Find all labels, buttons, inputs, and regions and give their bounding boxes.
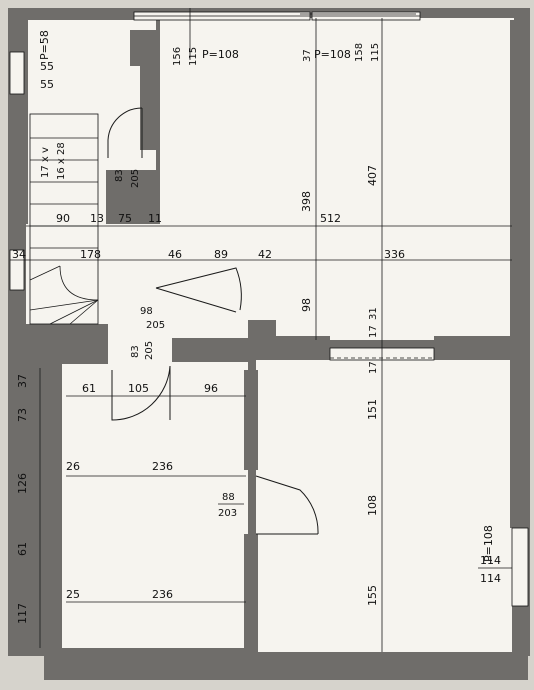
label-37a: 37 [302,49,313,62]
label-126: 126 [16,473,29,494]
label-door-205b: 205 [146,320,165,331]
label-96: 96 [204,382,218,395]
label-31: 31 [368,307,379,320]
dimension-lines [10,8,512,652]
label-door-98: 98 [140,306,153,317]
dimension-labels: P=58 55 55 17 x v 16 x 28 83 205 156 115… [12,30,501,624]
label-11: 11 [148,212,162,225]
label-25: 25 [66,588,80,601]
label-13: 13 [90,212,104,225]
label-37b: 37 [16,374,29,388]
label-407: 407 [366,165,379,186]
label-105: 105 [128,382,149,395]
room-bottom-right [256,358,512,652]
wall-details [24,20,530,654]
label-114b: 114 [480,572,501,585]
label-155: 155 [366,585,379,606]
label-61h: 61 [82,382,96,395]
label-door-205c: 205 [144,341,155,360]
label-34: 34 [12,248,26,261]
label-90: 90 [56,212,70,225]
label-door-203: 203 [218,508,237,519]
label-73: 73 [16,408,29,422]
label-117: 117 [16,603,29,624]
label-398: 398 [300,191,313,212]
label-p108-b: P=108 [314,48,351,61]
label-p58: P=58 [38,30,51,60]
label-26: 26 [66,460,80,473]
label-door-205: 205 [130,169,141,188]
label-61v: 61 [16,542,29,556]
label-114a: 114 [480,554,501,567]
label-stair1: 17 x v [40,147,51,178]
label-115b: 115 [370,43,381,62]
label-stair2: 16 x 28 [56,142,67,180]
label-336: 336 [384,248,405,261]
label-p108-a: P=108 [202,48,239,61]
label-115a: 115 [188,47,199,66]
label-236a: 236 [152,460,173,473]
label-178: 178 [80,248,101,261]
label-89: 89 [214,248,228,261]
label-17a: 17 [368,325,379,338]
label-door-83: 83 [114,169,125,182]
label-55a: 55 [40,60,54,73]
doors [107,107,319,535]
label-151: 151 [366,399,379,420]
label-door-88: 88 [222,492,235,503]
label-p108-c: P=108 [482,525,495,562]
label-236b: 236 [152,588,173,601]
label-512: 512 [320,212,341,225]
label-75: 75 [118,212,132,225]
room-passage [108,338,172,370]
label-55b: 55 [40,78,54,91]
label-17b: 17 [368,361,379,374]
label-158: 158 [354,43,365,62]
label-door-83b: 83 [130,345,141,358]
label-42: 42 [258,248,272,261]
room-bottom-left [62,362,248,648]
label-108: 108 [366,495,379,516]
label-156: 156 [172,47,183,66]
staircase [29,113,99,325]
label-46: 46 [168,248,182,261]
label-98: 98 [300,298,313,312]
